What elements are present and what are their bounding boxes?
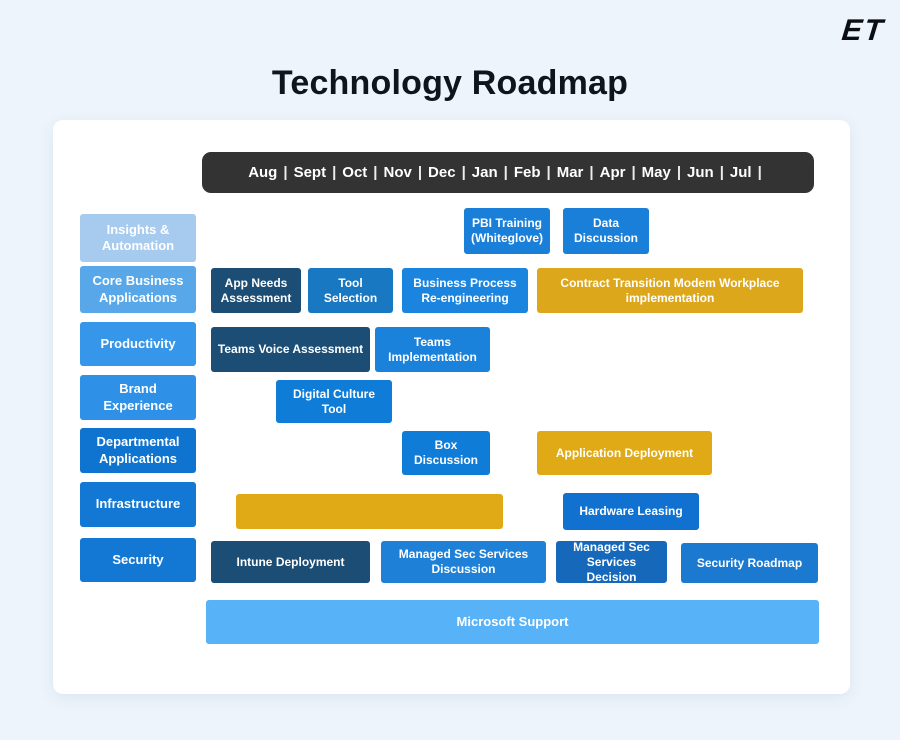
category-productivity: Productivity (80, 322, 196, 366)
timeline-month: Apr (599, 164, 626, 181)
month-separator: | (283, 164, 288, 181)
page-title: Technology Roadmap (271, 64, 629, 102)
timeline-month: Dec (428, 164, 456, 181)
month-separator: | (546, 164, 551, 181)
category-core-business-applications: Core Business Applications (80, 266, 196, 313)
category-infrastructure: Infrastructure (80, 482, 196, 527)
bar-managed-sec-services-discussion: Managed Sec Services Discussion (381, 541, 546, 583)
timeline-month: Jan (471, 164, 498, 181)
month-separator: | (332, 164, 337, 181)
category-security: Security (80, 538, 196, 582)
bar-intune-deployment: Intune Deployment (211, 541, 370, 583)
bar-box-discussion: Box Discussion (402, 431, 490, 475)
timeline-month: Mar (556, 164, 584, 181)
bar-contract-transition-modem-workplace-implementation: Contract Transition Modem Workplace impl… (537, 268, 803, 313)
category-brand-experience: Brand Experience (80, 375, 196, 420)
bar-business-process-re-engineering: Business Process Re-engineering (402, 268, 528, 313)
month-separator: | (461, 164, 466, 181)
bar-pbi-training-whiteglove: PBI Training (Whiteglove) (464, 208, 550, 254)
month-separator: | (757, 164, 762, 181)
bar-security-roadmap: Security Roadmap (681, 543, 818, 583)
month-separator: | (503, 164, 508, 181)
month-separator: | (631, 164, 636, 181)
timeline-month: Feb (513, 164, 541, 181)
timeline-month: Jul (729, 164, 752, 181)
category-insights-automation: Insights & Automation (80, 214, 196, 262)
timeline-month: Nov (383, 164, 412, 181)
bar-digital-culture-tool: Digital Culture Tool (276, 380, 392, 423)
timeline-month: Oct (342, 164, 368, 181)
timeline-month: Aug (248, 164, 278, 181)
month-separator: | (676, 164, 682, 181)
bar-teams-implementation: Teams Implementation (375, 327, 490, 372)
bar-tool-selection: Tool Selection (308, 268, 393, 313)
bar-unlabeled (236, 494, 503, 529)
month-separator: | (589, 164, 594, 181)
bar-teams-voice-assessment: Teams Voice Assessment (211, 327, 370, 372)
bar-managed-sec-services-decision: Managed Sec Services Decision (556, 540, 667, 584)
timeline-months-bar: Aug | Sept | Oct | Nov | Dec | Jan | Feb | Mar | Apr | May… (202, 152, 814, 193)
company-logo: ET (839, 14, 886, 47)
month-separator: | (719, 164, 724, 181)
month-separator: | (373, 164, 378, 181)
timeline-month: Sept (293, 164, 327, 181)
bar-application-deployment: Application Deployment (537, 431, 712, 475)
bar-hardware-leasing: Hardware Leasing (563, 493, 699, 530)
bar-data-discussion: Data Discussion (563, 208, 649, 254)
month-separator: | (417, 164, 423, 181)
timeline-month: May (641, 164, 671, 181)
category-departmental-applications: Departmental Applications (80, 428, 196, 473)
bar-app-needs-assessment: App Needs Assessment (211, 268, 301, 313)
timeline-month: Jun (687, 164, 714, 181)
bar-microsoft-support: Microsoft Support (206, 600, 819, 644)
